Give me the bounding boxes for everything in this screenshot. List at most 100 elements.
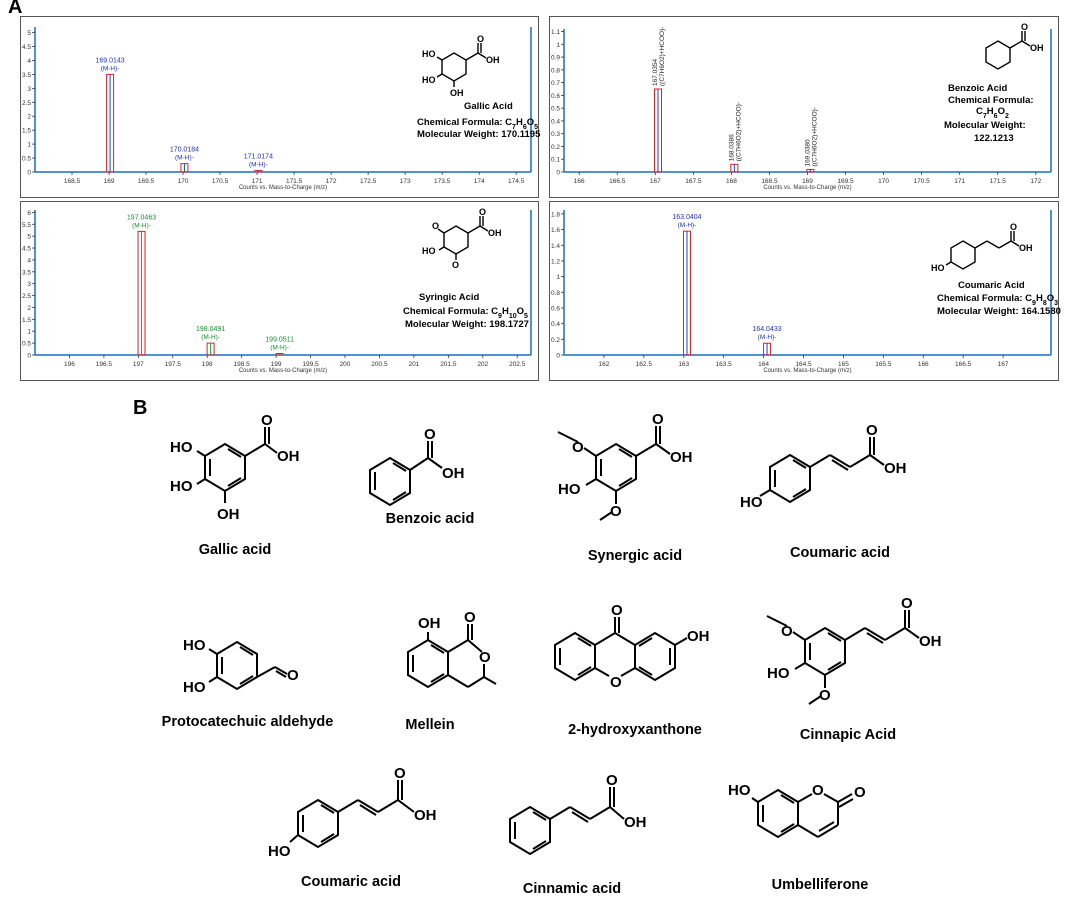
y-tick-label: 0.7 — [551, 80, 560, 87]
x-tick-label: 162.5 — [636, 361, 653, 368]
cinnapic-ho: HO — [767, 665, 790, 682]
x-tick-label: 168.5 — [761, 178, 778, 185]
y-tick-label: 1 — [27, 329, 31, 336]
compound-name: Benzoic Acid — [948, 83, 1007, 94]
x-tick-label: 166 — [918, 361, 929, 368]
peak-label: 198.0491 — [196, 326, 225, 333]
peak-sublabel: ((C7H6O2)+HCOO)- — [735, 102, 742, 161]
x-tick-label: 169.5 — [138, 178, 155, 185]
structure-label: OH — [486, 55, 500, 65]
synergic-o-acid: O — [652, 411, 664, 428]
name-synergic-acid: Synergic acid — [587, 548, 683, 564]
structure-cinnamic-acid: O OH — [509, 772, 647, 856]
y-tick-label: 4 — [27, 58, 31, 65]
y-tick-label: 3.5 — [22, 269, 31, 276]
y-tick-label: 0.5 — [551, 106, 560, 113]
y-tick-label: 3.5 — [22, 72, 31, 79]
x-axis-label: Counts vs. Mass-to-Charge (m/z) — [763, 185, 851, 191]
name-cinnapic-acid: Cinnapic Acid — [799, 727, 897, 743]
x-tick-label: 199.5 — [302, 361, 319, 368]
y-tick-label: 2 — [27, 114, 31, 121]
bond — [998, 240, 1012, 249]
bond — [974, 240, 988, 249]
x-tick-label: 166.5 — [955, 361, 972, 368]
y-tick-label: 0.2 — [551, 337, 560, 344]
molecular-weight: Molecular Weight: 198.1727 — [405, 319, 529, 330]
y-tick-label: 0.2 — [551, 144, 560, 151]
structure-label: O — [432, 221, 439, 231]
structure-label: HO — [422, 75, 436, 85]
x-tick-label: 197.5 — [165, 361, 182, 368]
name-gallic-acid: Gallic acid — [198, 542, 272, 558]
protocatechuic-ho-top: HO — [183, 637, 206, 654]
y-tick-label: 2 — [27, 305, 31, 312]
x-tick-label: 173 — [400, 178, 411, 185]
xanthone-o-carbonyl: O — [611, 602, 623, 619]
gallic-ho-mid: HO — [170, 478, 193, 495]
y-tick-label: 1.6 — [551, 227, 560, 234]
x-tick-label: 174.5 — [508, 178, 525, 185]
x-tick-label: 171.5 — [286, 178, 303, 185]
y-tick-label: 1.5 — [22, 317, 31, 324]
x-axis-label: Counts vs. Mass-to-Charge (m/z) — [239, 185, 327, 191]
peak-label-group: 169.0380((C7H6O2)+HCOO)- — [804, 107, 818, 166]
peak-label-group: 167.0354((C7H6O2)+HCOO)- — [652, 27, 666, 86]
x-tick-label: 163.5 — [716, 361, 733, 368]
x-tick-label: 201 — [408, 361, 419, 368]
syringic-structure-bonds — [437, 216, 489, 260]
molecular-weight: Molecular Weight: 164.1580 — [937, 306, 1061, 317]
x-tick-label: 172 — [326, 178, 337, 185]
x-tick-label: 202 — [477, 361, 488, 368]
structure-gallic-acid: HO HO OH O OH — [170, 412, 300, 523]
y-tick-label: 0.5 — [22, 156, 31, 163]
panel-label-a: A — [8, 0, 23, 18]
x-tick-label: 167 — [650, 178, 661, 185]
bond — [477, 52, 487, 59]
peak-label: 163.0404 — [672, 214, 701, 221]
structure-2-hydroxyxanthone: O O OH — [554, 602, 710, 691]
y-tick-label: 1.8 — [551, 211, 560, 218]
cinnapic-o-bottom: O — [819, 687, 831, 704]
mellein-o-ring: O — [479, 649, 491, 666]
structure-protocatechuic-aldehyde: HO HO O — [183, 637, 299, 696]
x-tick-label: 196 — [64, 361, 75, 368]
x-tick-label: 170 — [178, 178, 189, 185]
gallic-oh-bottom: OH — [217, 506, 240, 523]
y-tick-label: 0 — [27, 353, 31, 360]
structure-coumaric-acid-1: HO O OH — [740, 422, 907, 511]
structure-label: HO — [422, 49, 436, 59]
x-tick-label: 165.5 — [875, 361, 892, 368]
structure-umbelliferone: HO O O — [728, 782, 866, 839]
bond — [1009, 40, 1023, 49]
y-tick-label: 3 — [27, 281, 31, 288]
name-cinnamic-acid: Cinnamic acid — [522, 881, 622, 897]
bond — [986, 240, 1000, 249]
peak-label: 197.0463 — [127, 214, 156, 221]
protocatechuic-o: O — [287, 667, 299, 684]
y-tick-label: 1 — [556, 274, 560, 281]
structure-label: O — [477, 34, 484, 44]
y-tick-label: 3 — [27, 86, 31, 93]
y-tick-label: 5 — [27, 30, 31, 37]
structure-label: O — [479, 207, 486, 217]
bond — [1021, 40, 1031, 47]
peak-sublabel: (M-H)- — [132, 222, 151, 229]
formula-value: C7H6O2 — [976, 106, 1009, 120]
x-tick-label: 166.5 — [609, 178, 626, 185]
x-tick-label: 165 — [838, 361, 849, 368]
benzoic-oh: OH — [442, 465, 465, 482]
peak-sublabel: (M-H)- — [175, 155, 194, 162]
peak-label: 169.0143 — [95, 57, 124, 64]
y-tick-label: 5 — [27, 234, 31, 241]
bond — [467, 225, 481, 234]
benzoic-structure-bonds — [985, 31, 1031, 70]
gallic-structure-bonds — [436, 43, 487, 87]
ring — [985, 40, 1011, 70]
x-tick-label: 164 — [758, 361, 769, 368]
